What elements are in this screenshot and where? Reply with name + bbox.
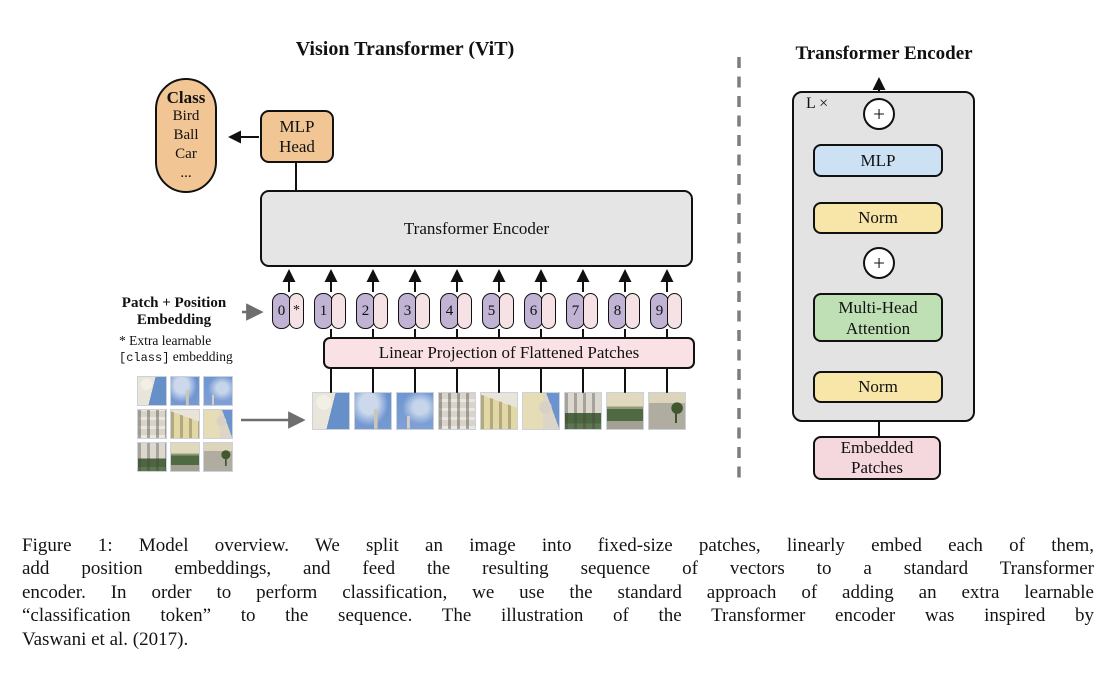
source-image-cell: [204, 410, 232, 438]
mlp-box: MLP: [813, 144, 943, 177]
class-item: Ball: [173, 127, 199, 143]
position-token: 6: [524, 293, 543, 329]
token-pair-6: 6: [524, 293, 556, 329]
source-image-cell: [138, 410, 166, 438]
linear-projection-box: Linear Projection of Flattened Patches: [323, 337, 695, 369]
image-patch: [313, 393, 349, 429]
image-patch: [481, 393, 517, 429]
transformer-encoder-box: Transformer Encoder: [260, 190, 693, 267]
source-image-cell: [171, 377, 199, 405]
caption-line: “classification token” to the sequence. …: [22, 605, 1094, 627]
patch-position-embedding-label: Patch + Position Embedding: [121, 295, 227, 328]
token-pair-7: 7: [566, 293, 598, 329]
source-image-cell: [138, 377, 166, 405]
image-patch: [523, 393, 559, 429]
patch-embedding-token: [625, 293, 640, 329]
figure-caption: Figure 1: Model overview. We split an im…: [22, 534, 1094, 651]
class-embedding-token: *: [289, 293, 304, 329]
residual-add-top: +: [863, 98, 895, 130]
token-pair-0: 0 *: [272, 293, 304, 329]
image-patch: [649, 393, 685, 429]
right-panel-title: Transformer Encoder: [795, 43, 973, 64]
layers-loop-label: L ×: [806, 95, 829, 112]
caption-line: add position embeddings, and feed the re…: [22, 558, 1094, 580]
position-token: 8: [608, 293, 627, 329]
image-patch: [397, 393, 433, 429]
patch-embedding-token: [667, 293, 682, 329]
token-pair-3: 3: [398, 293, 430, 329]
caption-line: encoder. In order to perform classificat…: [22, 581, 1094, 603]
class-output-pill: Class Bird Ball Car ...: [155, 78, 217, 193]
patch-embedding-token: [583, 293, 598, 329]
multi-head-attention-box: Multi-Head Attention: [813, 293, 943, 342]
token-pair-1: 1: [314, 293, 346, 329]
left-panel-title: Vision Transformer (ViT): [295, 38, 515, 60]
class-item: Bird: [172, 108, 200, 124]
caption-line: Vaswani et al. (2017).: [22, 628, 189, 650]
token-pair-2: 2: [356, 293, 388, 329]
class-item: Car: [175, 146, 197, 162]
source-image-cell: [204, 377, 232, 405]
image-patch: [565, 393, 601, 429]
patch-embedding-token: [373, 293, 388, 329]
image-patch: [439, 393, 475, 429]
norm-box-lower: Norm: [813, 371, 943, 403]
patch-embedding-token: [415, 293, 430, 329]
token-pair-5: 5: [482, 293, 514, 329]
class-token-code: [class]: [119, 350, 170, 365]
source-image-cell: [171, 443, 199, 471]
image-patch: [355, 393, 391, 429]
class-token-footnote: * Extra learnable [class] embedding: [119, 333, 233, 365]
position-token: 9: [650, 293, 669, 329]
mlp-head-box: MLP Head: [260, 110, 334, 163]
token-pair-8: 8: [608, 293, 640, 329]
patch-embedding-token: [457, 293, 472, 329]
token-pair-9: 9: [650, 293, 682, 329]
source-image-cell: [138, 443, 166, 471]
source-image-cell: [171, 410, 199, 438]
residual-add-bottom: +: [863, 247, 895, 279]
patch-embedding-token: [331, 293, 346, 329]
image-patch: [607, 393, 643, 429]
norm-box-upper: Norm: [813, 202, 943, 234]
caption-line: Figure 1: Model overview. We split an im…: [22, 535, 1094, 556]
token-pair-4: 4: [440, 293, 472, 329]
class-pill-header: Class: [166, 88, 206, 107]
source-image-cell: [204, 443, 232, 471]
embedded-patches-box: Embedded Patches: [813, 436, 941, 480]
patch-embedding-token: [541, 293, 556, 329]
class-item: ...: [180, 165, 192, 181]
patch-embedding-token: [499, 293, 514, 329]
